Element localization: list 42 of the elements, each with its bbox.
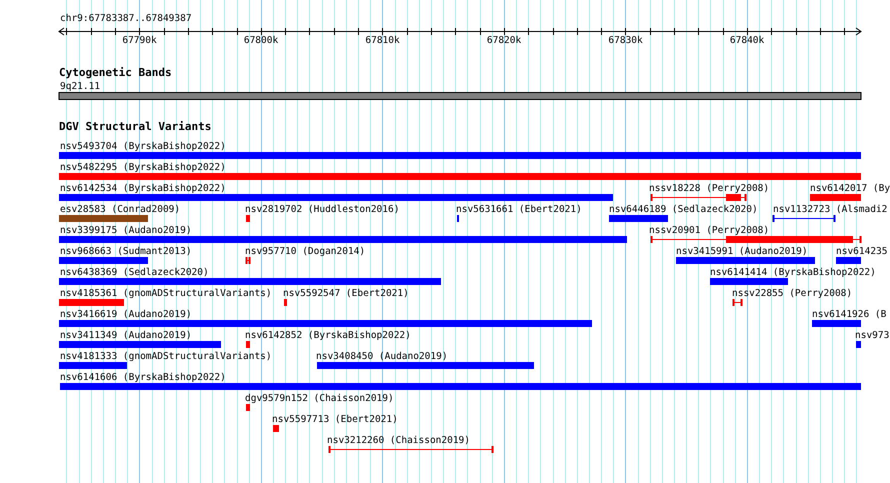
feature-label: nsv614235	[836, 246, 888, 258]
feature-label: nsv3416619 (Audano2019)	[60, 309, 192, 321]
feature-label: nsv5592547 (Ebert2021)	[283, 288, 409, 300]
feature-label: nsv3408450 (Audano2019)	[316, 351, 448, 363]
feature-label: nsv6142017 (By	[810, 183, 890, 195]
feature-label: nsv968663 (Sudmant2013)	[60, 246, 192, 258]
tick-label: 67830k	[608, 35, 643, 47]
feature-label: nsv5631661 (Ebert2021)	[456, 204, 582, 216]
band-label: 9q21.11	[60, 81, 100, 93]
feature-label: esv28583 (Conrad2009)	[60, 204, 180, 216]
feature-label: nsv957710 (Dogan2014)	[245, 246, 366, 258]
feature-label: nssv22855 (Perry2008)	[732, 288, 852, 300]
feature-label: nsv4185361 (gnomADStructuralVariants)	[60, 288, 272, 300]
feature-label: nssv20901 (Perry2008)	[649, 225, 770, 237]
feature-label: nsv6141414 (ByrskaBishop2022)	[710, 267, 876, 279]
feature-label: nsv5482295 (ByrskaBishop2022)	[60, 162, 226, 174]
tick-label: 67810k	[365, 35, 400, 47]
feature-label: nsv6142852 (ByrskaBishop2022)	[245, 330, 411, 342]
tick-label: 67800k	[244, 35, 278, 47]
tick-label: 67820k	[486, 35, 522, 47]
tick-label: 67790k	[122, 35, 157, 47]
tick-label: 67840k	[730, 35, 764, 47]
feature-label: nsv4181333 (gnomADStructuralVariants)	[60, 351, 272, 363]
feature-label: nsv5597713 (Ebert2021)	[272, 414, 398, 426]
feature-label: nsv3411349 (Audano2019)	[60, 330, 192, 342]
coordinate-label: chr9:67783387..67849387	[60, 13, 192, 25]
track-title: Cytogenetic Bands	[59, 67, 172, 79]
feature-label: nsv3399175 (Audano2019)	[60, 225, 192, 237]
feature-label: nsv973	[855, 330, 890, 342]
feature-label: nssv18228 (Perry2008)	[649, 183, 770, 195]
feature-label: nsv6446189 (Sedlazeck2020)	[609, 204, 758, 216]
feature-label: nsv5493704 (ByrskaBishop2022)	[60, 141, 226, 153]
feature-label: nsv3212260 (Chaisson2019)	[327, 435, 470, 447]
feature-label: dgv9579n152 (Chaisson2019)	[245, 393, 394, 405]
feature-label: nsv6141606 (ByrskaBishop2022)	[60, 372, 226, 384]
track-title: DGV Structural Variants	[59, 121, 212, 133]
feature-label: nsv6142534 (ByrskaBishop2022)	[60, 183, 226, 195]
feature-label: nsv6141926 (B	[812, 309, 886, 321]
feature-label: nsv1132723 (Alsmadi2	[773, 204, 888, 216]
feature-label: nsv3415991 (Audano2019)	[676, 246, 808, 258]
feature-label: nsv2819702 (Huddleston2016)	[245, 204, 400, 216]
feature-label: nsv6438369 (Sedlazeck2020)	[60, 267, 209, 279]
